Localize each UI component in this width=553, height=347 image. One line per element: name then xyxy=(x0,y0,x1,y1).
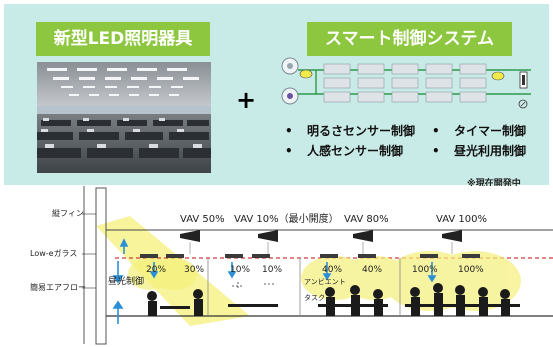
ceiling-fixtures xyxy=(140,254,480,258)
bullet: • xyxy=(432,124,440,138)
bullet: • xyxy=(285,124,293,138)
feature-label: 明るさセンサー制御 xyxy=(307,124,416,138)
bullet: • xyxy=(432,144,440,158)
feature-timer: • タイマー制御 xyxy=(432,122,526,139)
facade xyxy=(83,186,107,345)
task-label: タスク xyxy=(304,293,325,302)
pct-2: 30% xyxy=(184,265,204,275)
vav-units xyxy=(180,230,462,254)
feature-label: タイマー制御 xyxy=(454,124,527,138)
vav-label-2: VAV 10%（最小開度） xyxy=(234,212,339,225)
ambient-label: アンビエント xyxy=(304,277,346,286)
cross-section-diagram: VAV 50% VAV 10%（最小開度） VAV 80% VAV 100% 2… xyxy=(0,186,553,347)
daylight-control-label: 昼光制御 xyxy=(108,275,144,287)
development-note: ※現在開発中 xyxy=(467,179,521,189)
feature-occupancy-sensor: • 人感センサー制御 xyxy=(285,142,403,159)
feature-label: 昼光利用制御 xyxy=(454,144,527,158)
label-fin: 縦フィン xyxy=(52,208,84,218)
air-flow-arrows xyxy=(112,238,437,324)
vav-label-3: VAV 80% xyxy=(344,214,389,225)
control-system-diagram xyxy=(276,56,544,112)
feature-label: 人感センサー制御 xyxy=(307,144,404,158)
bullet: • xyxy=(285,144,293,158)
feature-brightness-sensor: • 明るさセンサー制御 xyxy=(285,122,415,139)
plus-sign: + xyxy=(236,86,257,114)
feature-daylight: • 昼光利用制御 xyxy=(432,142,526,159)
vav-label-1: VAV 50% xyxy=(180,214,225,225)
led-fixture-title: 新型LED照明器具 xyxy=(36,22,210,56)
smart-control-title: スマート制御システム xyxy=(307,22,512,56)
pct-1: 20% xyxy=(146,265,166,275)
pct-5: 40% xyxy=(322,265,342,275)
pct-6: 40% xyxy=(362,265,382,275)
pct-7: 100% xyxy=(412,265,438,275)
label-lowe-glass: Low-eガラス xyxy=(30,248,77,258)
pct-3: 10% xyxy=(230,265,250,275)
pct-4: 10% xyxy=(262,265,282,275)
vacant-zone xyxy=(232,282,276,290)
controller-icon xyxy=(281,57,299,105)
vav-label-4: VAV 100% xyxy=(436,214,487,225)
office-photo xyxy=(37,62,211,173)
sensor-icons xyxy=(299,69,528,109)
pct-8: 100% xyxy=(458,265,484,275)
label-airflow: 簡易エアフロー xyxy=(30,282,86,292)
occupants xyxy=(147,283,520,316)
